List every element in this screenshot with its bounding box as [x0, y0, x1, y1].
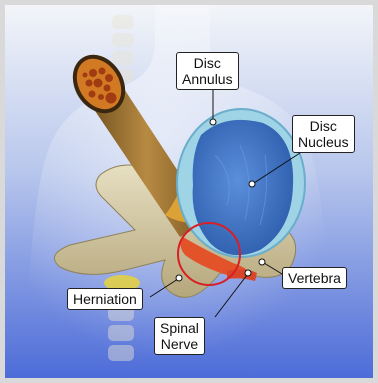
- label-herniation-text: Herniation: [73, 291, 137, 307]
- label-disc-nucleus-line2: Nucleus: [298, 134, 349, 150]
- label-disc-annulus: Disc Annulus: [176, 52, 239, 90]
- label-vertebra-text: Vertebra: [288, 270, 341, 286]
- label-spinal-nerve-line1: Spinal: [160, 320, 199, 336]
- label-disc-nucleus: Disc Nucleus: [292, 115, 355, 153]
- label-spinal-nerve-line2: Nerve: [160, 336, 199, 352]
- label-disc-nucleus-line1: Disc: [298, 118, 349, 134]
- label-herniation: Herniation: [67, 288, 143, 310]
- label-disc-annulus-line2: Annulus: [182, 71, 233, 87]
- label-spinal-nerve: Spinal Nerve: [154, 317, 205, 355]
- label-disc-annulus-line1: Disc: [182, 55, 233, 71]
- label-vertebra: Vertebra: [282, 267, 347, 289]
